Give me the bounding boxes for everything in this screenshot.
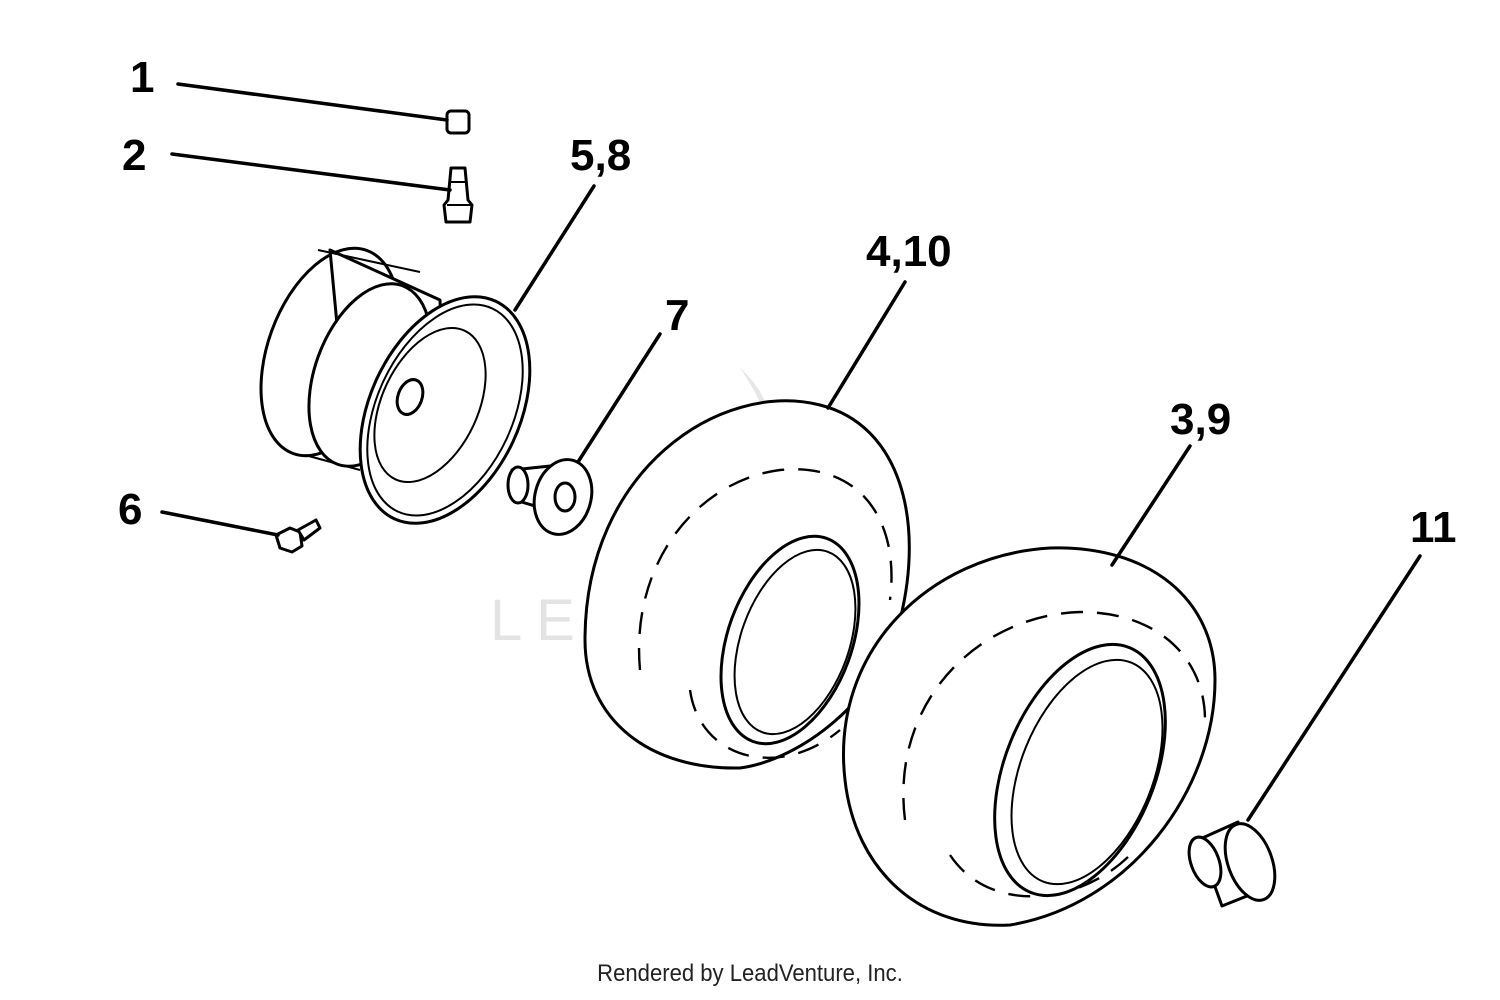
callout-7: 7 [665, 291, 689, 340]
callout-11: 11 [1410, 503, 1457, 552]
valve-stem-part [442, 166, 474, 224]
callout-1: 1 [130, 53, 154, 102]
valve-cap-part [445, 109, 471, 135]
render-credit: Rendered by LeadVenture, Inc. [597, 960, 903, 987]
callout-5-8: 5,8 [570, 131, 631, 180]
leader-line-7 [576, 332, 662, 464]
leader-line-5-8 [513, 184, 596, 312]
bushing-part [506, 458, 594, 536]
leader-line-11 [1246, 554, 1422, 822]
leader-line-1 [176, 82, 449, 122]
callout-6: 6 [118, 485, 142, 534]
callout-4-10: 4,10 [866, 227, 952, 276]
leader-line-2 [170, 152, 452, 192]
front-tire-part [583, 399, 911, 770]
bolt-part [274, 518, 322, 554]
callout-3-9: 3,9 [1170, 395, 1231, 444]
rim-part [259, 246, 532, 525]
rear-tire-part [842, 546, 1217, 927]
leader-line-6 [160, 510, 280, 537]
callout-2: 2 [122, 131, 146, 180]
leader-line-3-9 [1110, 444, 1192, 567]
hub-cap-part [1187, 820, 1277, 908]
leader-line-4-10 [826, 280, 907, 410]
